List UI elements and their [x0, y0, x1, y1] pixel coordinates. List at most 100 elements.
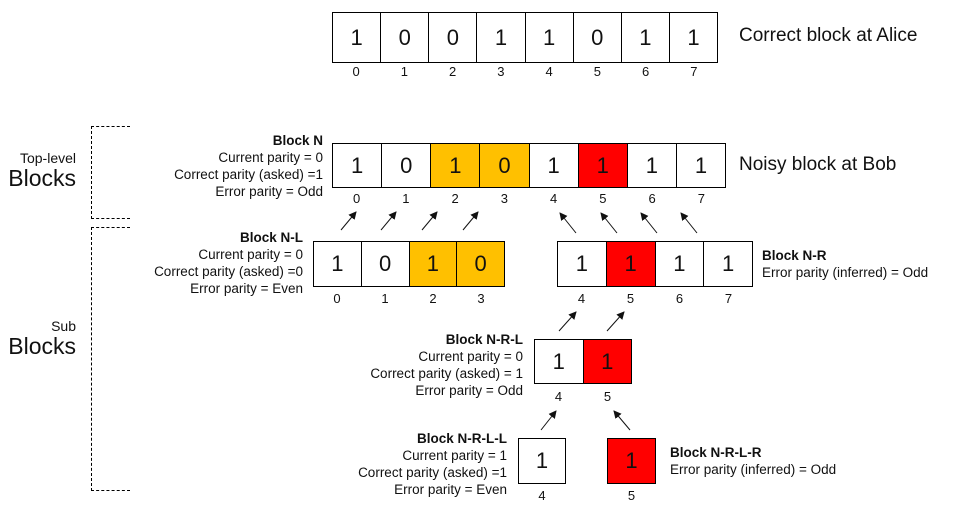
block-nrlr-info: Block N-R-L-R Error parity (inferred) = … — [670, 444, 836, 478]
bob-index-label: 5 — [599, 191, 607, 206]
block-nrlr: 1 — [607, 438, 656, 484]
block-nrll-error-parity: Error parity = Even — [394, 482, 507, 497]
bob-index-label: 6 — [648, 191, 656, 206]
top-level-small-label: Top-level — [19, 150, 76, 166]
block-nl-index-label: 0 — [333, 291, 341, 306]
block-nl-info: Block N-L Current parity = 0 Correct par… — [110, 229, 303, 297]
block-nrl-title: Block N-R-L — [445, 332, 523, 347]
alice-caption: Correct block at Alice — [739, 25, 918, 46]
arrow-nr-7 — [680, 212, 698, 234]
arrow-nrll-4 — [540, 410, 557, 431]
block-nl-error-parity: Error parity = Even — [190, 281, 303, 296]
block-nl-index-label: 1 — [381, 291, 389, 306]
block-nl-correct-parity: Correct parity (asked) =0 — [154, 264, 303, 279]
block-nrl-bit-cell: 1 — [535, 340, 584, 383]
block-nrll-correct-parity: Correct parity (asked) =1 — [358, 465, 507, 480]
block-nl-index-label: 2 — [429, 291, 437, 306]
block-nr-bit-cell: 1 — [655, 242, 705, 286]
alice-index-label: 5 — [593, 64, 601, 79]
block-nrl-error-parity: Error parity = Odd — [415, 383, 523, 398]
block-nrll-current-parity: Current parity = 1 — [402, 448, 507, 463]
alice-bit-cell: 1 — [333, 13, 382, 62]
arrow-nl-0 — [340, 211, 357, 231]
bob-index-label: 0 — [353, 191, 361, 206]
block-nrl-index-label: 4 — [554, 389, 563, 404]
arrow-nr-6 — [640, 212, 658, 234]
alice-bit-cell: 1 — [525, 13, 574, 62]
top-level-blocks-label: Top-level Blocks — [6, 150, 76, 191]
block-nr-index-label: 6 — [675, 291, 684, 306]
bob-bit-cell: 1 — [333, 144, 383, 187]
block-nrll-indices: 4 — [518, 488, 566, 503]
block-n-error-parity: Error parity = Odd — [215, 184, 323, 199]
alice-index-label: 0 — [352, 64, 360, 79]
block-n-current-parity: Current parity = 0 — [218, 150, 323, 165]
arrow-nl-1 — [380, 211, 397, 231]
bob-index-label: 1 — [402, 191, 410, 206]
block-nrll-bit-cell: 1 — [519, 439, 565, 483]
alice-index-label: 2 — [449, 64, 457, 79]
block-nr-info: Block N-R Error parity (inferred) = Odd — [762, 247, 928, 281]
block-nl-indices: 0 1 2 3 — [313, 291, 505, 306]
block-nrlr-indices: 5 — [607, 488, 656, 503]
block-nrl-correct-parity: Correct parity (asked) = 1 — [370, 366, 523, 381]
block-nl-index-label: 3 — [477, 291, 485, 306]
block-nl-bit-cell: 0 — [457, 242, 504, 286]
block-n-correct-parity: Correct parity (asked) =1 — [174, 167, 323, 182]
block-nr-indices: 4 5 6 7 — [557, 291, 753, 306]
arrow-nrlr-5 — [613, 410, 631, 431]
arrow-nrl-5 — [606, 311, 625, 332]
block-nr-bit-cell: 1 — [704, 242, 752, 286]
block-nrl-current-parity: Current parity = 0 — [418, 349, 523, 364]
block-nr-bit-cell: 1 — [558, 242, 607, 286]
bob-bit-cell: 1 — [676, 144, 725, 187]
bob-bit-cell: 0 — [480, 144, 530, 187]
block-nl-bit-cell: 1 — [409, 242, 458, 286]
block-nl-bit-cell: 1 — [314, 242, 362, 286]
bob-index-label: 7 — [697, 191, 705, 206]
alice-index-label: 4 — [545, 64, 553, 79]
block-nrll-title: Block N-R-L-L — [417, 431, 507, 446]
sub-big-label: Blocks — [8, 333, 76, 359]
alice-index-label: 6 — [642, 64, 650, 79]
block-nr-index-label: 5 — [626, 291, 635, 306]
block-nl-bit-cell: 0 — [361, 242, 410, 286]
alice-index-label: 7 — [690, 64, 698, 79]
block-n-info: Block N Current parity = 0 Correct parit… — [130, 132, 323, 200]
alice-index-label: 3 — [497, 64, 505, 79]
arrow-nr-5 — [600, 212, 618, 234]
block-nrlr-index-label: 5 — [627, 488, 636, 503]
block-nr-index-label: 7 — [724, 291, 733, 306]
arrow-nl-3 — [462, 211, 479, 231]
block-nrl-bit-cell: 1 — [583, 340, 631, 383]
top-level-bracket — [91, 126, 130, 219]
bob-bit-cell: 1 — [578, 144, 628, 187]
top-level-big-label: Blocks — [8, 165, 76, 191]
arrow-nr-4 — [559, 212, 577, 234]
block-nr-index-label: 4 — [577, 291, 586, 306]
block-nr-bit-cell: 1 — [606, 242, 656, 286]
sub-blocks-bracket — [91, 227, 130, 491]
block-nrll: 1 — [518, 438, 566, 484]
bob-index-label: 4 — [550, 191, 558, 206]
alice-bit-cell: 1 — [669, 13, 717, 62]
block-nl-title: Block N-L — [239, 230, 303, 245]
block-nrlr-bit-cell: 1 — [608, 439, 655, 483]
block-nrl-index-label: 5 — [603, 389, 612, 404]
alice-bit-cell: 0 — [573, 13, 622, 62]
alice-bit-cell: 0 — [429, 13, 478, 62]
bob-bit-cell: 0 — [382, 144, 432, 187]
block-nrl-info: Block N-R-L Current parity = 0 Correct p… — [330, 331, 523, 399]
arrow-nl-2 — [421, 211, 438, 231]
alice-indices: 0 1 2 3 4 5 6 7 — [332, 64, 718, 79]
alice-index-label: 1 — [400, 64, 408, 79]
block-nr-title: Block N-R — [762, 248, 827, 263]
block-nrll-info: Block N-R-L-L Current parity = 1 Correct… — [310, 430, 507, 498]
